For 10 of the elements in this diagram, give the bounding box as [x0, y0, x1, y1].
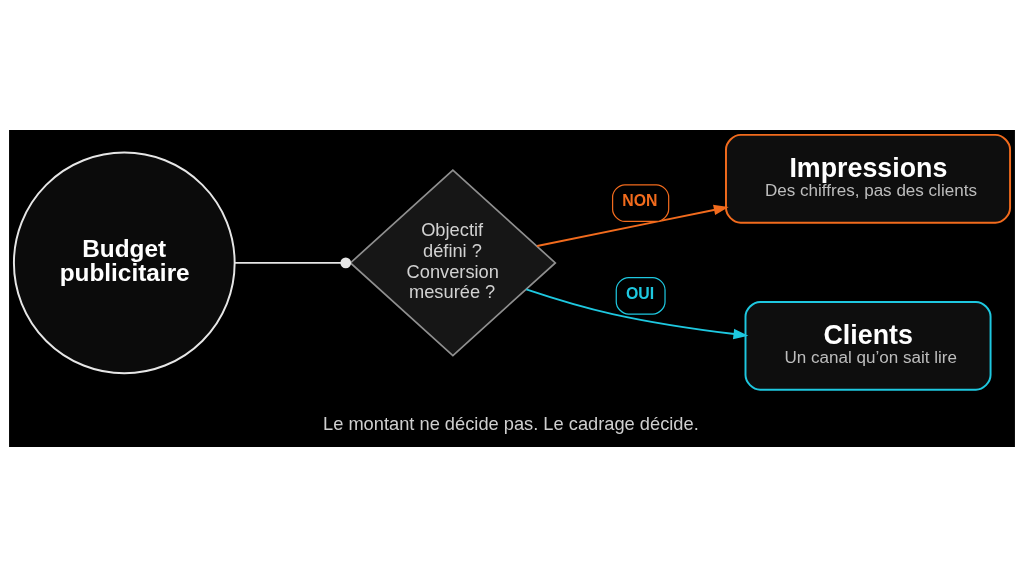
node-diamond: Objectif défini ? Conversion mesurée ?	[349, 168, 557, 357]
edge-label: NON	[622, 191, 658, 209]
node-circle: Budget publicitaire	[12, 151, 236, 374]
arrow	[536, 204, 729, 247]
caption: Le montant ne décide pas. Le cadrage décide.	[323, 412, 699, 434]
arrow	[525, 287, 749, 339]
connector	[234, 257, 352, 268]
node-box: Clients Un canal qu’on sait lire	[744, 300, 992, 391]
edge-label: OUI	[626, 284, 655, 302]
node-box: Impressions Des chiffres, pas des clients	[725, 133, 1012, 224]
